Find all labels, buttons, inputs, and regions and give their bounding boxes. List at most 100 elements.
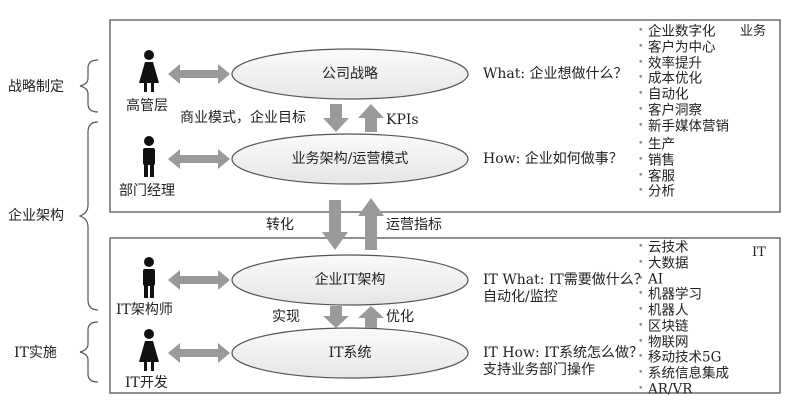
list-item: • 大数据 xyxy=(638,255,729,272)
bullet-icon: • xyxy=(638,242,644,252)
list-item: •成本优化 xyxy=(638,71,729,87)
arrow-up-ops-metrics xyxy=(358,198,384,250)
role-it-architect: IT架构师 xyxy=(116,302,173,318)
label-enterprise-arch: 企业架构 xyxy=(8,208,64,224)
question-it-how: IT How: IT系统怎么做？ xyxy=(483,345,643,361)
label-implement: 实现 xyxy=(272,309,300,325)
list-item: • 生产 xyxy=(638,137,675,153)
bullet-icon: • xyxy=(638,336,644,347)
list-item-label: 销售 xyxy=(648,152,675,168)
list-item-label: 机器学习 xyxy=(648,286,702,303)
list-item: • 系统信息集成 xyxy=(638,366,729,382)
list-item-label: 移动技术5G xyxy=(648,349,722,366)
list-business-functions: •生产•销售•客服•分析 xyxy=(638,137,675,200)
bullet-icon: • xyxy=(638,120,644,131)
bullet-icon: • xyxy=(638,139,644,149)
label-ops-metrics: 运营指标 xyxy=(386,217,442,233)
ellipse-it-system xyxy=(231,327,469,379)
arrow-down-implement xyxy=(323,306,349,328)
label-optimize: 优化 xyxy=(386,309,414,325)
list-item-label: 物联网 xyxy=(648,333,689,350)
list-item-label: 区块链 xyxy=(648,318,689,334)
double-arrow-executive xyxy=(168,64,230,84)
arrow-up-optimize xyxy=(358,306,384,328)
role-executive: 高管层 xyxy=(126,98,168,114)
ellipse-label-company-strategy: 公司战略 xyxy=(322,66,378,82)
role-dept-manager: 部门经理 xyxy=(119,183,175,199)
brace-it-impl xyxy=(79,321,99,383)
list-item: • 移动技术5G xyxy=(638,350,729,366)
double-arrow-it-architect xyxy=(168,270,230,290)
ellipse-enterprise-it-arch xyxy=(231,254,469,306)
list-item-label: 生产 xyxy=(648,136,675,153)
role-it-developer: IT开发 xyxy=(125,375,168,391)
list-item-label: 新手媒体营销 xyxy=(648,117,729,134)
list-item: • 客户为中心 xyxy=(638,39,729,56)
list-item: • 企业数字化 xyxy=(638,24,729,40)
question-what: What: 企业想做什么？ xyxy=(483,66,628,82)
bullet-icon: • xyxy=(638,154,644,165)
list-item: • 物联网 xyxy=(638,333,729,351)
bullet-icon: • xyxy=(638,273,644,284)
question-it-what: IT What: IT需要做什么？ xyxy=(483,272,648,288)
list-item: • 机器学习 xyxy=(638,287,729,303)
list-item-label: 机器人 xyxy=(648,302,689,319)
list-business-trends: •企业数字化•客户为中心•效率提升•成本优化•自动化•客户洞察•新手媒体营销 xyxy=(638,24,729,134)
list-item: • 销售 xyxy=(638,152,675,169)
list-item: •分析 xyxy=(638,184,675,200)
bullet-icon: • xyxy=(638,257,644,268)
corner-label-business: 业务 xyxy=(740,24,767,39)
executive-person-icon xyxy=(139,50,159,92)
question-how: How: 企业如何做事？ xyxy=(483,151,623,167)
label-business-goals: 商业模式，企业目标 xyxy=(180,110,306,126)
list-item: • AI xyxy=(638,270,729,288)
bullet-icon: • xyxy=(638,352,644,363)
list-item: • 客户洞察 xyxy=(638,102,729,119)
bullet-icon: • xyxy=(638,26,644,36)
bullet-icon: • xyxy=(638,368,644,378)
bullet-icon: • xyxy=(638,104,644,115)
list-item-label: 客户洞察 xyxy=(648,102,702,118)
brace-enterprise-arch xyxy=(78,121,99,311)
dept-manager-person-icon xyxy=(143,136,155,177)
label-kpis: KPIs xyxy=(386,112,419,128)
ellipse-label-business-arch: 业务架构/运营模式 xyxy=(291,151,409,167)
list-item: • 新手媒体营销 xyxy=(638,117,729,135)
label-transform: 转化 xyxy=(266,217,294,233)
double-arrow-dept-manager xyxy=(168,149,230,169)
it-architect-person-icon xyxy=(143,257,155,298)
list-item-label: AI xyxy=(648,270,664,287)
list-item-label: 大数据 xyxy=(648,255,689,271)
bullet-icon: • xyxy=(638,89,644,99)
business-box xyxy=(109,19,781,213)
ellipse-label-enterprise-it-arch: 企业IT架构 xyxy=(314,272,386,288)
label-it-impl: IT实施 xyxy=(14,345,57,361)
ellipse-label-it-system: IT系统 xyxy=(328,345,372,361)
list-item: •AR/VR xyxy=(638,381,729,398)
question-it-how-sub: 支持业务部门操作 xyxy=(483,362,595,378)
bullet-icon: • xyxy=(638,186,644,197)
list-item-label: 客户为中心 xyxy=(648,39,716,55)
list-item: • 自动化 xyxy=(638,87,729,103)
ellipse-company-strategy xyxy=(231,48,469,100)
bullet-icon: • xyxy=(638,41,644,52)
list-item: • 区块链 xyxy=(638,318,729,335)
corner-label-it: IT xyxy=(752,245,766,260)
list-item-label: 云技术 xyxy=(648,239,689,256)
label-strategy: 战略制定 xyxy=(8,79,64,95)
ellipse-business-arch xyxy=(231,133,469,185)
bullet-icon: • xyxy=(638,289,644,300)
list-item-label: 成本优化 xyxy=(648,70,702,87)
list-item-label: 自动化 xyxy=(648,86,689,103)
arrow-down-transform xyxy=(322,200,348,250)
list-item-label: AR/VR xyxy=(648,381,693,397)
arrow-down-goals xyxy=(323,104,349,132)
bullet-icon: • xyxy=(638,320,644,331)
list-item-label: 企业数字化 xyxy=(648,23,716,40)
list-item: •机器人 xyxy=(638,303,729,319)
double-arrow-it-developer xyxy=(168,343,230,363)
list-item-label: 系统信息集成 xyxy=(648,365,729,382)
it-developer-person-icon xyxy=(139,329,159,371)
